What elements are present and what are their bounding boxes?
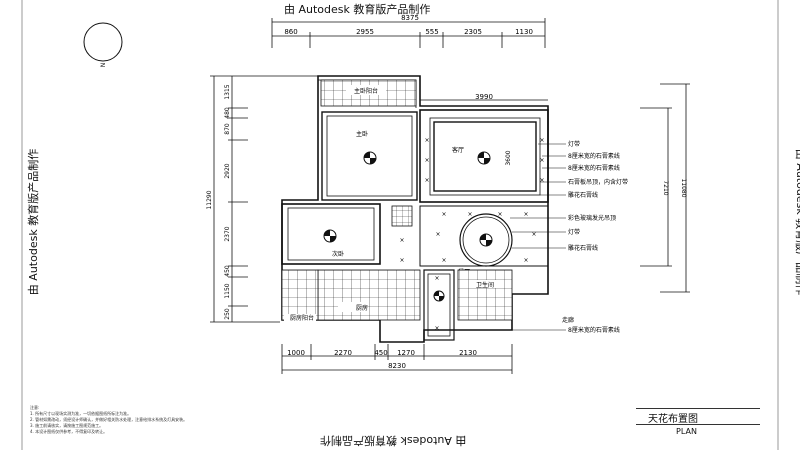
dim-left-8: 250 [224,308,231,320]
annotation-4: 石膏板吊顶，内含灯带 [568,178,628,186]
kitchen-balcony-floor [281,269,319,321]
annotation-6: 彩色玻璃发光吊顶 [568,214,616,222]
svg-text:×: × [434,275,439,282]
annotation-8: 雕花石膏线 [568,244,598,252]
room-kitchen: 厨房 [356,304,368,312]
dim-right-1: 7210 [662,180,669,195]
ceiling-annotations: 灯带 8厘米宽的石膏素线 8厘米宽的石膏素线 石膏板吊顶，内含灯带 雕花石膏线 … [568,140,628,334]
dining-room-ceiling [419,205,549,267]
corridor-ceiling [423,269,455,341]
dim-bottom-total: 8230 [388,362,406,370]
svg-text:×: × [523,211,528,218]
annotation-7: 灯带 [568,228,580,236]
ceiling-lamp-master [363,151,377,165]
dim-top-3: 555 [425,28,438,36]
annotation-leaders [454,143,566,331]
notes-line-3: 3. 施工前请核实，请按施工图规范施工。 [30,423,104,428]
ceiling-lamp-corridor [433,290,445,302]
room-bathroom: 卫生间 [476,281,494,289]
dim-left-total: 11290 [206,190,213,209]
dim-left-5: 2370 [224,226,231,241]
svg-text:×: × [531,231,536,238]
svg-text:×: × [424,177,429,184]
dim-bottom-1: 1000 [287,349,305,357]
drawing-title: 天花布置图 [648,414,698,425]
dim-left-7: 1150 [224,283,231,298]
annotation-5: 雕花石膏线 [568,191,598,199]
kitchen-floor [317,269,421,321]
dim-top-1: 860 [284,28,297,36]
svg-text:×: × [497,211,502,218]
svg-text:×: × [424,157,429,164]
title-block: 天花布置图 PLAN [636,408,760,437]
dim-top-4: 2305 [464,28,482,36]
bottom-dimensions [281,344,513,374]
notes-line-2: 2. 管材如需改动，须经设计师确认，并做好相关防水处理，注意给排水系统及灯具安装… [30,417,188,422]
second-bedroom-ceiling [281,203,381,265]
ceiling-lamp-dining [479,233,493,247]
watermark-top: 由 Autodesk 教育版产品制作 [284,3,431,16]
svg-text:×: × [441,257,446,264]
ceiling-lamp-living [477,151,491,165]
notes-line-1: 1. 所有尺寸以现场实测为准，一切依据图纸所标注为准。 [30,411,132,416]
right-dimensions [420,83,690,293]
dim-bottom-2: 2270 [334,349,352,357]
notes-line-4: 4. 本设计图纸仅供参考，不得复印及转让。 [30,429,108,434]
downlight-marks: × × × × × × × × × × × × × × × × × × [399,137,544,332]
dim-left-6: 450 [224,265,231,277]
dim-top-2: 2955 [356,28,374,36]
drawing-subtitle: PLAN [676,427,697,436]
north-label: N [100,63,107,68]
room-master-balcony: 主卧阳台 [354,87,378,95]
room-master-bedroom: 主卧 [356,130,368,138]
svg-text:×: × [399,237,404,244]
north-compass: N [83,22,123,68]
dim-right-inner: 3990 [475,93,493,101]
top-dimensions [271,18,546,48]
room-kitchen-balcony: 厨房阳台 [290,314,314,322]
dim-left-3: 870 [224,123,231,135]
svg-text:×: × [441,211,446,218]
dim-bottom-3: 450 [374,349,387,357]
annotation-3: 8厘米宽的石膏素线 [568,164,620,172]
dim-right-2: 11080 [680,178,687,197]
room-living-room: 客厅 [452,146,464,154]
svg-text:×: × [523,257,528,264]
svg-text:×: × [467,211,472,218]
notes-block: 注意: 1. 所有尺寸以现场实测为准，一切依据图纸所标注为准。 2. 管材如需改… [30,405,187,435]
annotation-1: 灯带 [568,140,580,148]
svg-text:×: × [424,137,429,144]
svg-text:×: × [435,231,440,238]
storage-grid [391,205,413,227]
dim-top-5: 1130 [515,28,533,36]
ceiling-lamp-second [323,229,337,243]
dim-left-4: 2920 [224,163,231,178]
svg-text:×: × [539,157,544,164]
master-bedroom-ceiling [321,111,418,201]
dim-bottom-5: 2130 [459,349,477,357]
svg-text:×: × [539,137,544,144]
svg-text:×: × [399,257,404,264]
dim-left-2: 480 [224,107,231,119]
annotation-2: 8厘米宽的石膏素线 [568,152,620,160]
svg-text:×: × [434,325,439,332]
dim-bottom-4: 1270 [397,349,415,357]
room-corridor: 走廊 [562,316,574,324]
svg-text:×: × [539,177,544,184]
annotation-9: 8厘米宽的石膏素线 [568,326,620,334]
dim-living-height: 3600 [505,150,512,165]
dim-left-1: 1315 [224,84,231,99]
bathroom-floor [457,269,513,321]
title-divider [636,424,760,425]
dim-top-total: 8375 [401,14,419,22]
room-second-bedroom: 次卧 [332,250,344,258]
notes-heading: 注意: [30,405,40,410]
left-dimensions [210,75,320,323]
